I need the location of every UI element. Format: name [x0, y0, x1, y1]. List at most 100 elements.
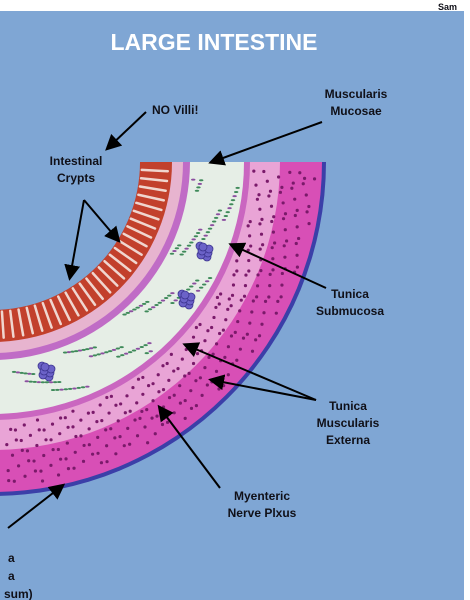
submucosa-fiber — [89, 355, 93, 357]
muscle-nucleus — [258, 222, 261, 225]
submucosa-fiber — [51, 389, 55, 391]
muscle-nucleus — [145, 408, 148, 411]
muscle-nucleus — [295, 242, 298, 245]
muscle-nucleus — [82, 460, 85, 463]
muscle-nucleus — [201, 394, 204, 397]
submucosa-fiber — [41, 381, 45, 383]
muscle-nucleus — [295, 254, 298, 257]
submucosa-fiber — [192, 283, 196, 285]
muscle-nucleus — [138, 417, 141, 420]
submucosa-fiber — [145, 352, 149, 354]
muscle-nucleus — [190, 407, 193, 410]
submucosa-fiber — [224, 215, 228, 217]
muscle-nucleus — [234, 331, 237, 334]
submucosa-fiber — [49, 381, 53, 383]
submucosa-fiber — [37, 381, 41, 383]
muscle-nucleus — [247, 269, 250, 272]
muscle-nucleus — [107, 411, 110, 414]
muscle-nucleus — [244, 284, 247, 287]
muscle-nucleus — [114, 404, 117, 407]
submucosa-fiber — [19, 372, 23, 374]
muscle-nucleus — [184, 417, 187, 420]
muscle-nucleus — [168, 396, 171, 399]
submucosa-fiber — [170, 302, 174, 304]
submucosa-fiber — [33, 381, 37, 383]
muscle-nucleus — [222, 329, 225, 332]
muscle-nucleus — [51, 423, 54, 426]
muscle-nucleus — [313, 177, 316, 180]
muscle-nucleus — [140, 410, 143, 413]
submucosa-fiber — [206, 231, 210, 233]
muscle-nucleus — [113, 436, 116, 439]
submucosa-fiber — [195, 280, 199, 282]
muscle-nucleus — [290, 187, 293, 190]
submucosa-fiber — [81, 386, 85, 388]
submucosa-fiber — [72, 387, 76, 389]
submucosa-fiber — [216, 213, 220, 215]
muscle-nucleus — [96, 436, 99, 439]
muscle-nucleus — [82, 444, 85, 447]
muscle-nucleus — [281, 272, 284, 275]
muscle-nucleus — [285, 239, 288, 242]
muscle-nucleus — [100, 419, 103, 422]
submucosa-fiber — [196, 186, 200, 188]
muscle-nucleus — [212, 316, 215, 319]
muscle-nucleus — [141, 393, 144, 396]
vessel-cluster — [199, 243, 207, 251]
muscle-nucleus — [215, 342, 218, 345]
submucosa-fiber — [119, 346, 123, 348]
muscle-nucleus — [34, 469, 37, 472]
muscle-nucleus — [74, 451, 77, 454]
muscle-nucleus — [296, 266, 299, 269]
muscle-nucleus — [302, 182, 305, 185]
label-submucosa-1: Tunica — [331, 287, 369, 301]
submucosa-fiber — [201, 238, 205, 240]
muscle-nucleus — [247, 259, 250, 262]
muscle-nucleus — [105, 444, 108, 447]
muscle-nucleus — [196, 352, 199, 355]
muscle-nucleus — [161, 423, 164, 426]
muscle-nucleus — [227, 373, 230, 376]
submucosa-fiber — [191, 238, 195, 240]
muscle-nucleus — [129, 410, 132, 413]
muscle-nucleus — [257, 193, 260, 196]
muscle-nucleus — [276, 300, 279, 303]
muscle-nucleus — [57, 448, 60, 451]
muscle-nucleus — [219, 292, 222, 295]
muscle-nucleus — [88, 443, 91, 446]
muscle-nucleus — [118, 435, 121, 438]
muscle-nucleus — [72, 467, 75, 470]
muscle-nucleus — [268, 284, 271, 287]
muscle-nucleus — [246, 333, 249, 336]
muscle-nucleus — [49, 464, 52, 467]
muscle-nucleus — [38, 428, 41, 431]
muscle-nucleus — [248, 321, 251, 324]
muscle-nucleus — [239, 348, 242, 351]
muscle-nucleus — [13, 480, 16, 483]
submucosa-fiber — [139, 305, 143, 307]
label-cut-3: sum) — [4, 587, 33, 600]
muscle-nucleus — [256, 198, 259, 201]
submucosa-fiber — [128, 351, 132, 353]
muscle-nucleus — [135, 401, 138, 404]
muscle-nucleus — [280, 186, 283, 189]
muscle-nucleus — [307, 205, 310, 208]
muscle-nucleus — [125, 394, 128, 397]
muscle-nucleus — [151, 382, 154, 385]
muscle-nucleus — [240, 299, 243, 302]
muscle-nucleus — [292, 181, 295, 184]
submucosa-fiber — [234, 191, 238, 193]
muscle-nucleus — [5, 443, 8, 446]
muscle-nucleus — [283, 256, 286, 259]
muscle-nucleus — [269, 273, 272, 276]
muscle-nucleus — [71, 425, 74, 428]
muscle-nucleus — [203, 366, 206, 369]
muscle-nucleus — [199, 376, 202, 379]
submucosa-fiber — [189, 286, 193, 288]
label-crypts-2: Crypts — [57, 171, 95, 185]
muscle-nucleus — [217, 387, 220, 390]
muscle-nucleus — [195, 326, 198, 329]
muscle-nucleus — [178, 384, 181, 387]
